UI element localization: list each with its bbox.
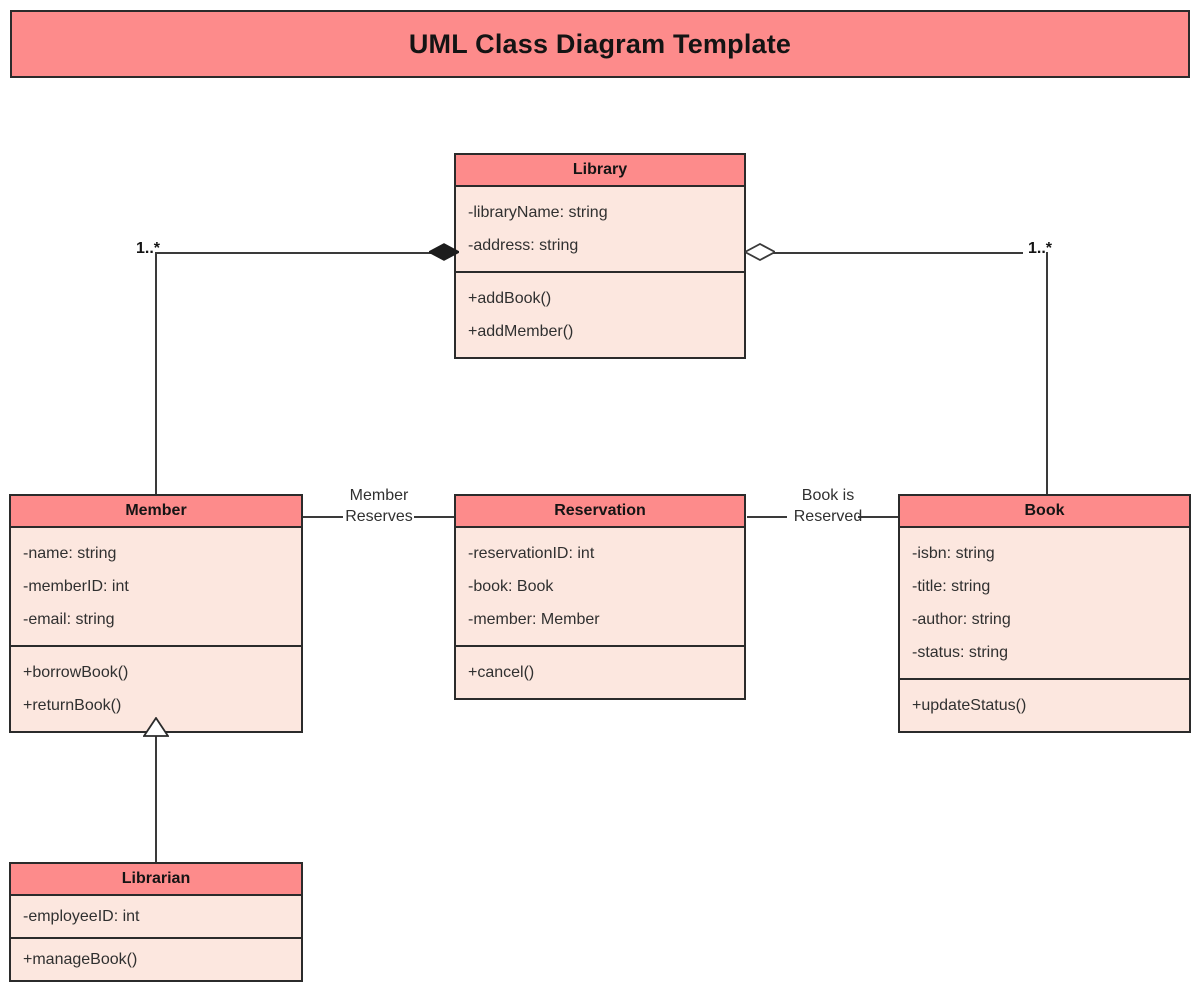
class-box-library[interactable]: Library -libraryName: string -address: s…: [454, 153, 746, 359]
class-box-book[interactable]: Book -isbn: string -title: string -autho…: [898, 494, 1191, 733]
association-label-line1: Book is: [801, 487, 855, 504]
multiplicity-library-book: 1..*: [1028, 240, 1053, 257]
class-name-reservation: Reservation: [456, 496, 744, 528]
class-name-member: Member: [11, 496, 301, 528]
association-label-line2: Reserves: [345, 508, 413, 525]
attribute-row: -book: Book: [468, 578, 554, 595]
edge-library-book-vertical: [1046, 252, 1048, 495]
attribute-row: -employeeID: int: [23, 908, 140, 925]
edge-member-reservation: [303, 516, 343, 518]
attribute-row: -title: string: [912, 578, 991, 595]
association-label-line1: Member: [349, 487, 409, 504]
edge-library-member-vertical: [155, 252, 157, 495]
attribute-row: -address: string: [468, 237, 579, 254]
attribute-row: -memberID: int: [23, 578, 129, 595]
methods-compartment-library: +addBook() +addMember(): [456, 271, 744, 357]
association-label-book-is-reserved: Book is Reserved: [772, 485, 884, 527]
method-row: +manageBook(): [23, 951, 138, 968]
attributes-compartment-reservation: -reservationID: int -book: Book -member:…: [456, 528, 744, 645]
edge-book-reservation: [858, 516, 898, 518]
attributes-compartment-librarian: -employeeID: int: [11, 896, 301, 937]
class-box-librarian[interactable]: Librarian -employeeID: int +manageBook(): [9, 862, 303, 982]
method-row: +updateStatus(): [912, 697, 1027, 714]
attribute-row: -isbn: string: [912, 545, 995, 562]
multiplicity-library-member: 1..*: [136, 240, 161, 257]
association-label-line2: Reserved: [793, 508, 863, 525]
class-box-reservation[interactable]: Reservation -reservationID: int -book: B…: [454, 494, 746, 700]
edge-reservation-member: [414, 516, 454, 518]
hollow-triangle-icon: [143, 717, 169, 737]
attribute-row: -email: string: [23, 611, 115, 628]
page-title: UML Class Diagram Template: [408, 28, 792, 59]
class-name-librarian: Librarian: [11, 864, 301, 896]
hollow-diamond-icon: [745, 243, 775, 261]
attributes-compartment-member: -name: string -memberID: int -email: str…: [11, 528, 301, 645]
class-box-member[interactable]: Member -name: string -memberID: int -ema…: [9, 494, 303, 733]
association-label-member-reserves: Member Reserves: [328, 485, 430, 527]
attribute-row: -libraryName: string: [468, 204, 608, 221]
method-row: +returnBook(): [23, 697, 122, 714]
method-row: +addBook(): [468, 290, 552, 307]
method-row: +addMember(): [468, 323, 574, 340]
diagram-title-banner: UML Class Diagram Template: [10, 10, 1190, 78]
attribute-row: -name: string: [23, 545, 117, 562]
methods-compartment-member: +borrowBook() +returnBook(): [11, 645, 301, 731]
attribute-row: -member: Member: [468, 611, 600, 628]
attributes-compartment-book: -isbn: string -title: string -author: st…: [900, 528, 1189, 678]
class-name-library: Library: [456, 155, 744, 187]
class-name-book: Book: [900, 496, 1189, 528]
method-row: +cancel(): [468, 664, 535, 681]
methods-compartment-book: +updateStatus(): [900, 678, 1189, 731]
methods-compartment-librarian: +manageBook(): [11, 937, 301, 980]
methods-compartment-reservation: +cancel(): [456, 645, 744, 698]
attributes-compartment-library: -libraryName: string -address: string: [456, 187, 744, 271]
edge-library-book-horizontal: [765, 252, 1023, 254]
edge-librarian-member-vertical: [155, 735, 157, 862]
edge-reservation-book: [747, 516, 787, 518]
attribute-row: -author: string: [912, 611, 1011, 628]
attribute-row: -reservationID: int: [468, 545, 595, 562]
attribute-row: -status: string: [912, 644, 1009, 661]
method-row: +borrowBook(): [23, 664, 129, 681]
edge-library-member-horizontal: [155, 252, 437, 254]
filled-diamond-icon: [429, 243, 459, 261]
